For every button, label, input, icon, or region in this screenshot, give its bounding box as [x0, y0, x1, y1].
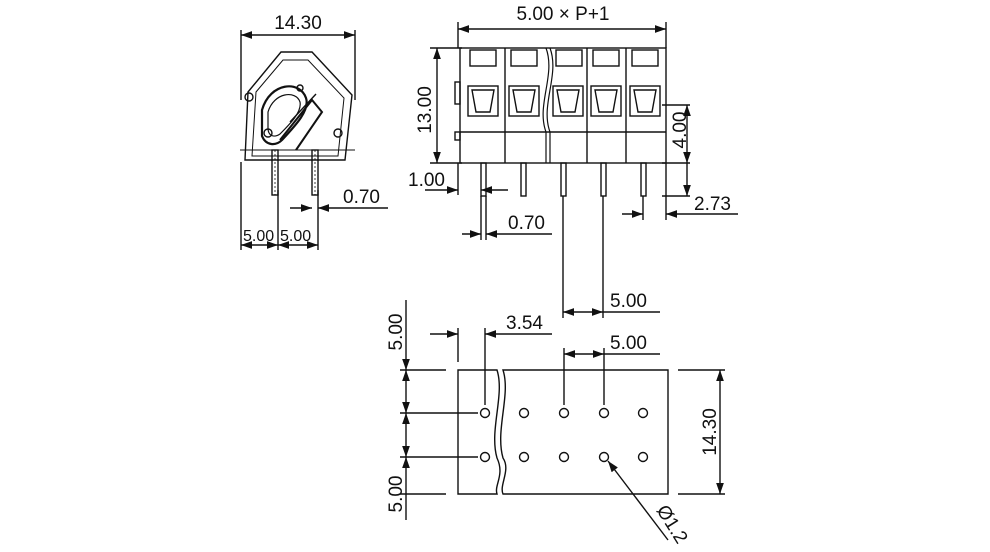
- dim-hole-diameter: Ø1.2: [652, 502, 692, 548]
- dim-footprint-pitch: 5.00: [610, 333, 647, 354]
- dim-pin-width-side: 0.70: [343, 187, 380, 208]
- dim-pin-width-front: 0.70: [508, 213, 545, 234]
- dim-front-height: 13.00: [415, 86, 436, 134]
- dim-side-width: 14.30: [274, 13, 322, 34]
- dim-side-pitch-right: 5.00: [280, 228, 311, 245]
- dim-front-top-height: 4.00: [670, 112, 691, 149]
- dim-side-pitch-left: 5.00: [243, 228, 274, 245]
- dim-footprint-row-pitch: 5.00: [386, 476, 407, 513]
- front-view: [425, 22, 738, 318]
- dim-footprint-edge-offset: 3.54: [506, 313, 543, 334]
- dim-footprint-top-offset: 5.00: [386, 314, 407, 351]
- dim-pin-pitch-front: 5.00: [610, 291, 647, 312]
- pcb-footprint: [400, 300, 725, 541]
- dim-front-width: 5.00 × P+1: [517, 4, 610, 25]
- dim-pin-offset: 1.00: [408, 170, 445, 191]
- side-view: [240, 30, 388, 250]
- dim-end-offset: 2.73: [694, 194, 731, 215]
- dim-footprint-height: 14.30: [700, 408, 721, 456]
